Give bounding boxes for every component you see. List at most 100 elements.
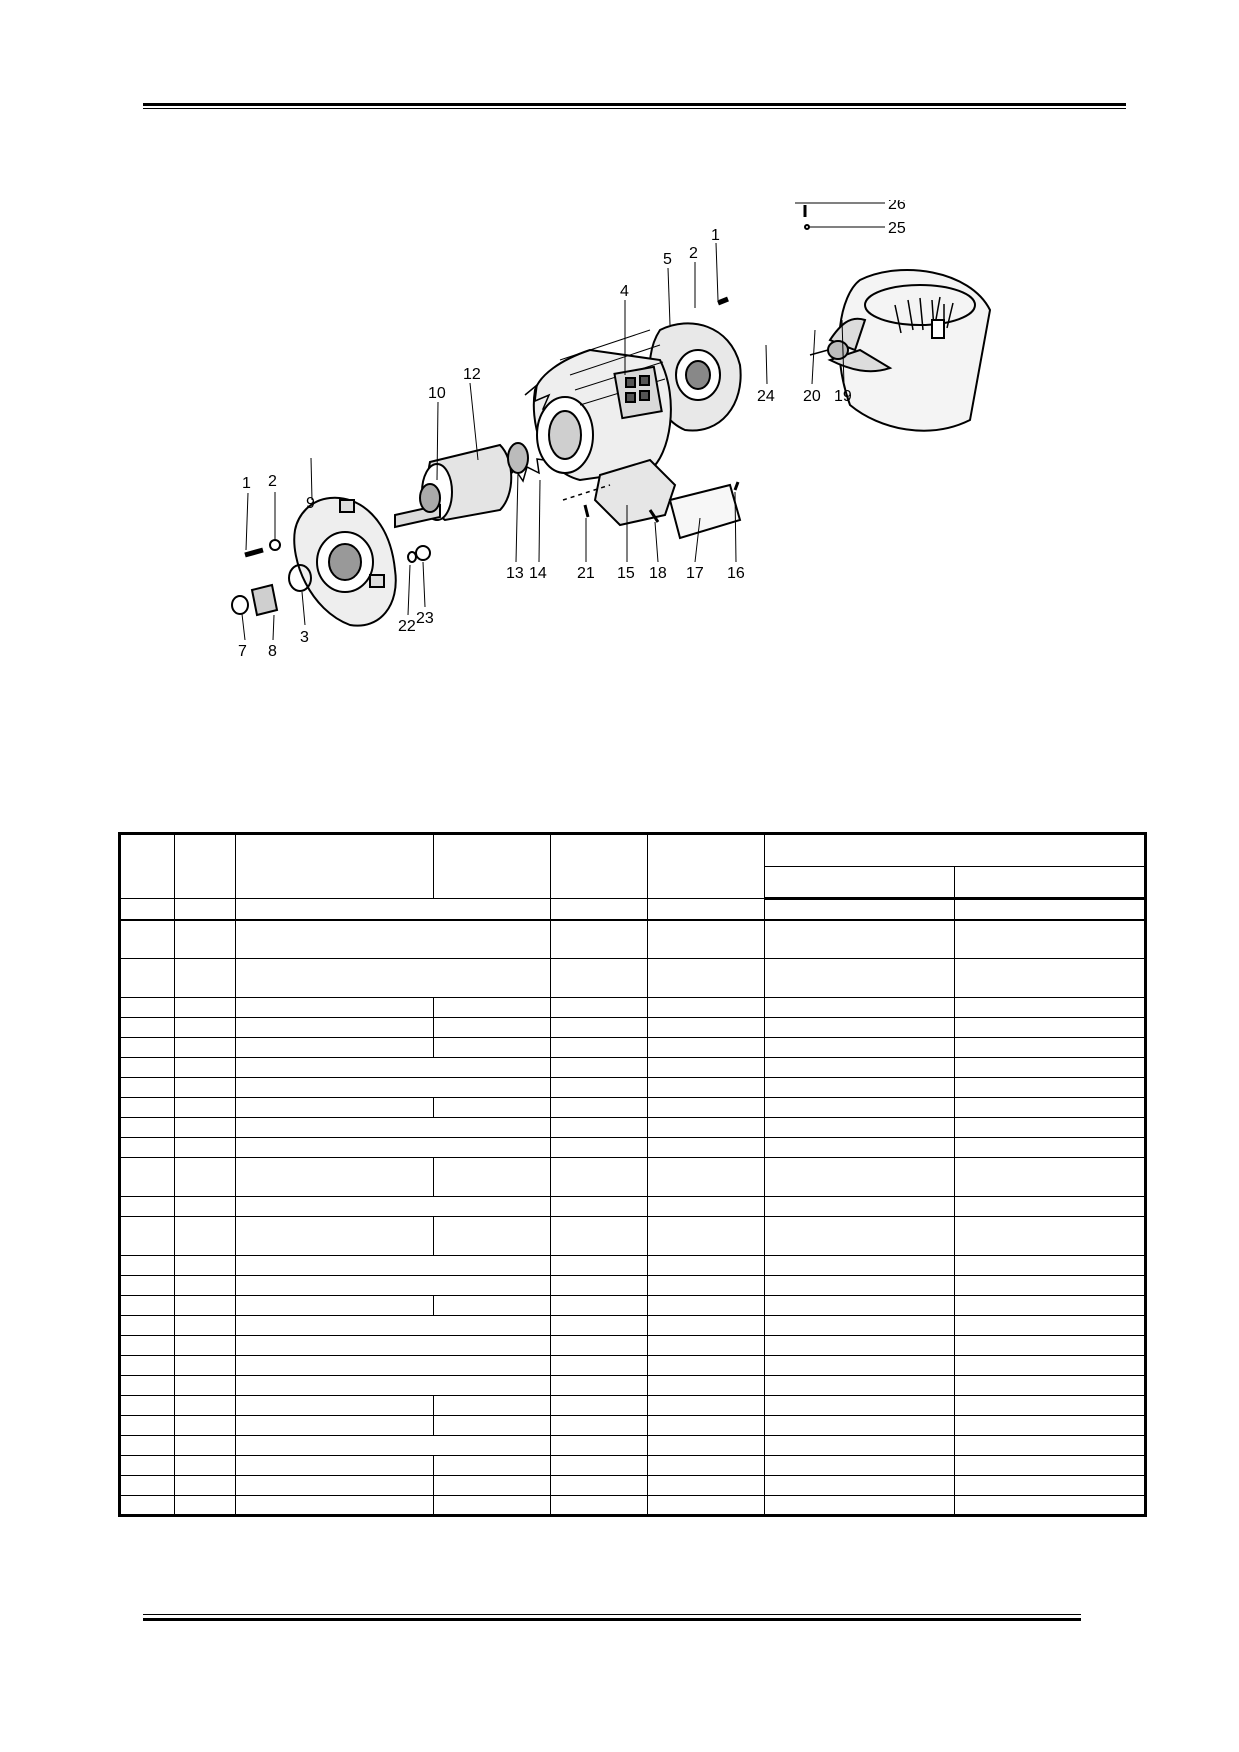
table-cell: [550, 1157, 648, 1197]
table-cell: [764, 1097, 955, 1118]
table-cell: [550, 1495, 648, 1516]
table-cell: [954, 1355, 1146, 1376]
table-cell: [174, 1335, 236, 1356]
callout-label: 20: [803, 388, 821, 405]
table-cell: [550, 1335, 648, 1356]
table-cell: [764, 1355, 955, 1376]
footer-rule: [143, 1614, 1081, 1621]
table-cell: [647, 1196, 765, 1217]
table-cell: [119, 1216, 175, 1256]
table-cell: [119, 1375, 175, 1396]
table-cell: [174, 1395, 236, 1416]
table-cell: [433, 1037, 551, 1058]
table-cell: [550, 1295, 648, 1316]
header-cell: [235, 833, 434, 899]
table-cell: [235, 997, 434, 1018]
gasket-plate-part: [668, 483, 742, 540]
callout-label: 9: [306, 495, 315, 512]
table-cell: [550, 997, 648, 1018]
table-cell: [174, 1097, 236, 1118]
table-cell: [433, 1295, 551, 1316]
table-cell: [119, 1355, 175, 1376]
callout-label: 23: [416, 610, 434, 627]
header-rule: [143, 103, 1126, 109]
table-cell: [647, 1017, 765, 1038]
table-cell: [119, 1415, 175, 1436]
table-cell: [954, 1017, 1146, 1038]
terminal-box-lid-part: [593, 458, 677, 527]
callout-label: 24: [757, 388, 775, 405]
table-cell: [954, 898, 1146, 921]
table-cell: [119, 1435, 175, 1456]
table-cell: [647, 1315, 765, 1336]
table-cell: [647, 1455, 765, 1476]
table-cell: [433, 1216, 551, 1256]
table-cell: [647, 1275, 765, 1296]
table-cell: [954, 1216, 1146, 1256]
table-cell: [647, 997, 765, 1018]
table-cell: [550, 958, 648, 998]
table-cell: [647, 1255, 765, 1276]
table-cell: [954, 1315, 1146, 1336]
callout-label: 14: [529, 565, 547, 582]
rotor-part: [394, 442, 529, 529]
header-cell: [119, 833, 175, 899]
table-cell: [119, 1117, 175, 1138]
table-cell: [550, 1037, 648, 1058]
table-cell: [174, 997, 236, 1018]
table-cell: [433, 1017, 551, 1038]
callout-label: 10: [428, 385, 446, 402]
callout-label: 25: [888, 220, 906, 237]
table-cell: [954, 997, 1146, 1018]
fan-part: [809, 317, 893, 373]
table-cell: [119, 1157, 175, 1197]
table-cell: [954, 1196, 1146, 1217]
table-cell: [764, 1275, 955, 1296]
leader-lines: [241, 202, 885, 641]
table-cell: [764, 1037, 955, 1058]
table-cell: [550, 1196, 648, 1217]
table-cell: [550, 1216, 648, 1256]
table-cell: [119, 1315, 175, 1336]
table-cell: [550, 1355, 648, 1376]
table-cell: [550, 1275, 648, 1296]
table-cell: [433, 1475, 551, 1496]
callout-label: 2: [689, 245, 698, 262]
table-cell: [954, 1395, 1146, 1416]
table-cell: [764, 919, 955, 959]
table-cell: [764, 1415, 955, 1436]
table-cell: [433, 1157, 551, 1197]
table-cell: [764, 1295, 955, 1316]
table-cell: [647, 1117, 765, 1138]
table-cell: [235, 1375, 551, 1396]
table-cell: [235, 1295, 434, 1316]
table-cell: [764, 958, 955, 998]
stator-housing-part: [506, 329, 672, 483]
table-cell: [764, 1335, 955, 1356]
table-cell: [433, 997, 551, 1018]
header-cell: [647, 833, 765, 899]
table-cell: [235, 958, 551, 998]
table-cell: [550, 1255, 648, 1276]
table-cell: [647, 1295, 765, 1316]
rear-end-shield-part: [648, 322, 742, 432]
table-cell: [174, 1455, 236, 1476]
table-cell: [235, 1117, 551, 1138]
table-cell: [174, 1077, 236, 1098]
table-cell: [764, 997, 955, 1018]
table-cell: [764, 1395, 955, 1416]
table-cell: [647, 1157, 765, 1197]
header-cell: [550, 833, 648, 899]
table-cell: [954, 1295, 1146, 1316]
table-cell: [550, 1475, 648, 1496]
table-cell: [954, 1415, 1146, 1436]
table-cell: [954, 1475, 1146, 1496]
front-end-shield-part: [293, 496, 397, 627]
table-cell: [647, 1037, 765, 1058]
callout-label: 5: [663, 251, 672, 268]
table-cell: [550, 1057, 648, 1078]
table-cell: [647, 1395, 765, 1416]
table-cell: [174, 898, 236, 921]
table-cell: [647, 1435, 765, 1456]
table-cell: [647, 1495, 765, 1516]
